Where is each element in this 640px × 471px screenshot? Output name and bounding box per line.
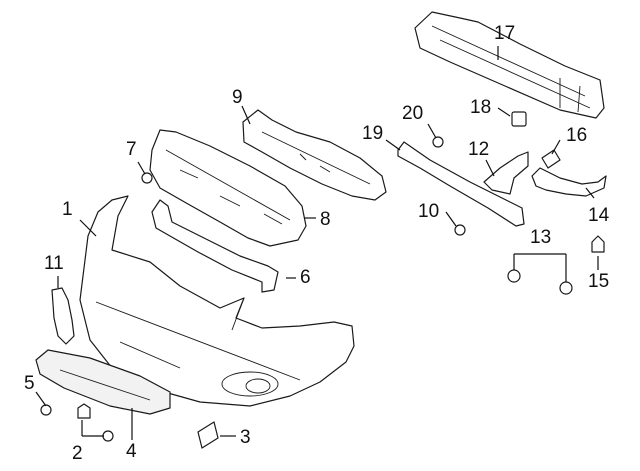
- callout-19: 19: [362, 123, 384, 144]
- lower-shield: [35, 349, 171, 415]
- bracket-12: [483, 151, 529, 195]
- callout-12: 12: [468, 139, 490, 160]
- leader-lines: [35, 46, 599, 440]
- callout-20: 20: [402, 103, 424, 124]
- callout-13: 13: [530, 227, 552, 248]
- callout-4: 4: [126, 441, 137, 462]
- callout-16: 16: [566, 125, 588, 146]
- callout-3: 3: [240, 427, 251, 448]
- bumper-strip: [397, 141, 525, 227]
- callout-9: 9: [232, 87, 243, 108]
- callout-5: 5: [24, 373, 35, 394]
- callout-17: 17: [494, 23, 516, 44]
- reinforcement-beam: [414, 11, 605, 119]
- callout-11: 11: [44, 253, 64, 274]
- upper-cover: [242, 109, 387, 201]
- bracket-14: [531, 167, 607, 197]
- callout-6: 6: [300, 267, 311, 288]
- callout-15: 15: [588, 271, 610, 292]
- callout-10: 10: [418, 201, 440, 222]
- lower-bracket: [151, 199, 279, 293]
- callout-8: 8: [320, 209, 331, 230]
- callout-2: 2: [72, 443, 83, 464]
- callout-14: 14: [588, 205, 610, 226]
- side-bracket: [51, 287, 75, 345]
- callout-18: 18: [470, 97, 492, 118]
- callout-7: 7: [126, 139, 137, 160]
- callout-1: 1: [62, 199, 73, 220]
- energy-absorber: [149, 129, 307, 247]
- fasteners: [40, 111, 605, 449]
